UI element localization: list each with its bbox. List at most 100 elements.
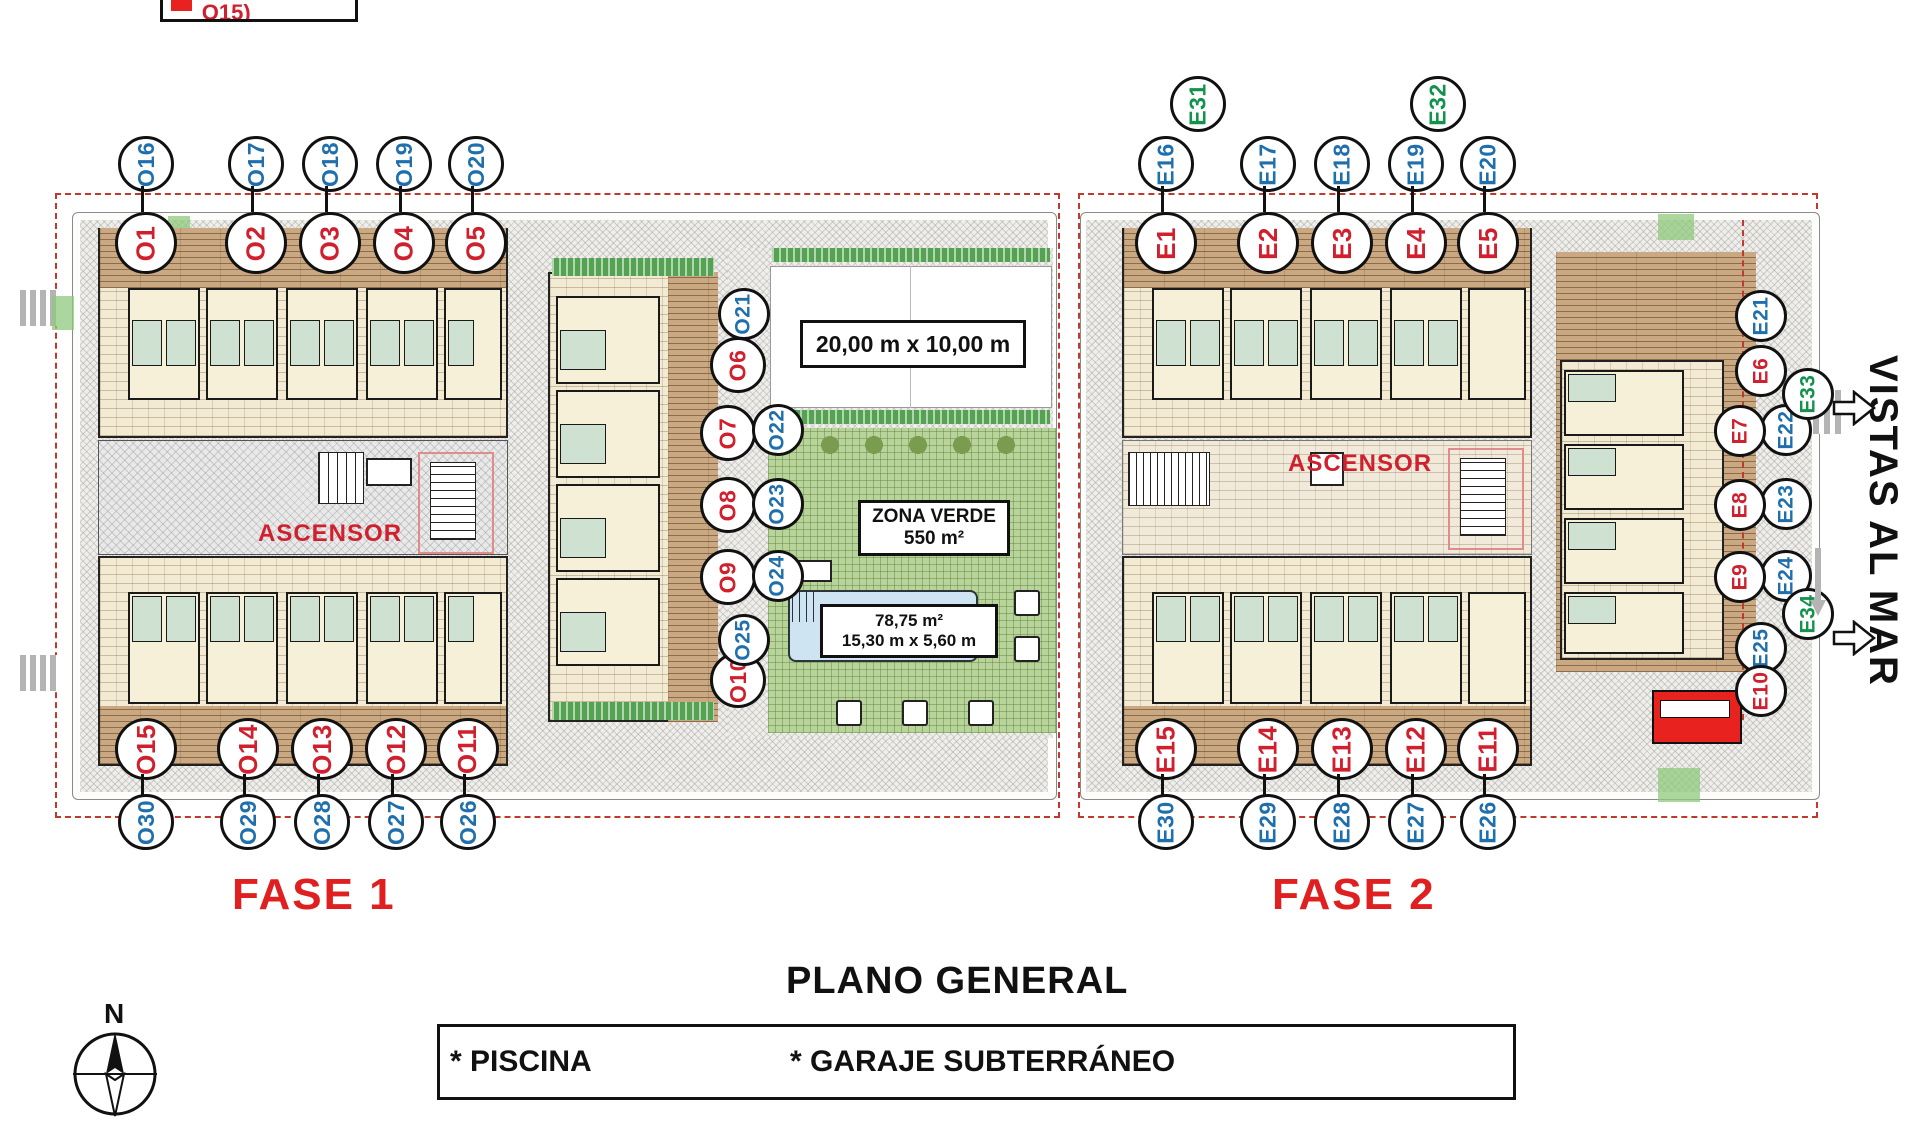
bedroom-area [210, 596, 240, 642]
pool-area-text: 78,75 m² [874, 611, 944, 631]
callout-E10[interactable]: E10 [1735, 665, 1787, 717]
callout-O16[interactable]: O16 [118, 136, 174, 192]
callout-E3[interactable]: E3 [1311, 212, 1373, 274]
callout-O7[interactable]: O7 [700, 405, 756, 461]
callout-E4[interactable]: E4 [1385, 212, 1447, 274]
callout-label: O21 [731, 293, 755, 335]
callout-O6[interactable]: O6 [710, 337, 766, 393]
callout-O13[interactable]: O13 [291, 718, 353, 780]
bedroom-area [1268, 320, 1298, 366]
callout-E21[interactable]: E21 [1735, 290, 1787, 342]
callout-stem [141, 774, 144, 796]
callout-E29[interactable]: E29 [1240, 794, 1296, 850]
callout-O24[interactable]: O24 [752, 550, 804, 602]
callout-O28[interactable]: O28 [294, 794, 350, 850]
callout-E26[interactable]: E26 [1460, 794, 1516, 850]
bedroom-area [560, 518, 606, 558]
callout-E23[interactable]: E23 [1760, 478, 1812, 530]
callout-O3[interactable]: O3 [299, 212, 361, 274]
callout-O26[interactable]: O26 [440, 794, 496, 850]
callout-stem [251, 186, 254, 212]
callout-E5[interactable]: E5 [1457, 212, 1519, 274]
callout-O23[interactable]: O23 [752, 478, 804, 530]
callout-E30[interactable]: E30 [1138, 794, 1194, 850]
callout-E15[interactable]: E15 [1135, 718, 1197, 780]
callout-O12[interactable]: O12 [365, 718, 427, 780]
callout-label: E25 [1749, 628, 1772, 668]
legend-item-garaje: * GARAJE SUBTERRÁNEO [790, 1045, 1176, 1078]
bedroom-area [1568, 448, 1616, 476]
callout-E34[interactable]: E34 [1782, 588, 1834, 640]
callout-E8[interactable]: E8 [1714, 479, 1766, 531]
bedroom-area [370, 596, 400, 642]
legend-bajas-label: BAJAS (O1 -O15) [201, 0, 251, 22]
bedroom-area [1234, 596, 1264, 642]
callout-O21[interactable]: O21 [718, 288, 770, 340]
callout-O15[interactable]: O15 [115, 718, 177, 780]
callout-E9[interactable]: E9 [1714, 551, 1766, 603]
callout-O18[interactable]: O18 [302, 136, 358, 192]
bedroom-area [166, 596, 196, 642]
hedge-court-bottom [772, 410, 1050, 424]
callout-E20[interactable]: E20 [1460, 136, 1516, 192]
callout-O22[interactable]: O22 [752, 404, 804, 456]
callout-O19[interactable]: O19 [376, 136, 432, 192]
phase2-service-box-inner [1660, 700, 1730, 718]
callout-O25[interactable]: O25 [718, 614, 770, 666]
green-zone-area: 550 m² [903, 528, 965, 549]
green-zone-name: ZONA VERDE [872, 506, 996, 528]
callout-label: E15 [1150, 725, 1181, 773]
callout-label: E31 [1184, 82, 1211, 126]
phase1-ascensor-label: ASCENSOR [258, 520, 403, 547]
callout-O11[interactable]: O11 [437, 718, 499, 780]
callout-O20[interactable]: O20 [448, 136, 504, 192]
callout-E13[interactable]: E13 [1311, 718, 1373, 780]
bedroom-area [1190, 596, 1220, 642]
callout-E19[interactable]: E19 [1388, 136, 1444, 192]
callout-E11[interactable]: E11 [1457, 718, 1519, 780]
bedroom-area [290, 320, 320, 366]
bedroom-area [448, 596, 474, 642]
bedroom-area [448, 320, 474, 366]
callout-label: O4 [388, 225, 419, 261]
phase2-inner-dash [1742, 220, 1744, 720]
callout-O9[interactable]: O9 [700, 549, 756, 605]
legend-red-swatch [171, 0, 192, 11]
bedroom-area [166, 320, 196, 366]
callout-label: O30 [132, 799, 159, 845]
callout-O17[interactable]: O17 [228, 136, 284, 192]
callout-O30[interactable]: O30 [118, 794, 174, 850]
parasol [902, 700, 928, 726]
callout-O1[interactable]: O1 [115, 212, 177, 274]
phase2-ascensor-label: ASCENSOR [1288, 450, 1433, 477]
callout-E6[interactable]: E6 [1735, 345, 1787, 397]
callout-E16[interactable]: E16 [1138, 136, 1194, 192]
callout-label: E2 [1252, 226, 1283, 260]
callout-O5[interactable]: O5 [445, 212, 507, 274]
callout-E31[interactable]: E31 [1170, 76, 1226, 132]
green-patch-ne [1658, 214, 1694, 240]
callout-E14[interactable]: E14 [1237, 718, 1299, 780]
callout-O27[interactable]: O27 [368, 794, 424, 850]
bedroom-area [1394, 320, 1424, 366]
sea-view-arrow-top [1832, 390, 1876, 426]
callout-E2[interactable]: E2 [1237, 212, 1299, 274]
callout-E12[interactable]: E12 [1385, 718, 1447, 780]
callout-O2[interactable]: O2 [225, 212, 287, 274]
callout-E32[interactable]: E32 [1410, 76, 1466, 132]
callout-O14[interactable]: O14 [217, 718, 279, 780]
callout-E33[interactable]: E33 [1782, 368, 1834, 420]
callout-O29[interactable]: O29 [220, 794, 276, 850]
callout-E7[interactable]: E7 [1714, 405, 1766, 457]
callout-label: O3 [314, 225, 345, 261]
callout-label: O20 [462, 141, 489, 187]
callout-E27[interactable]: E27 [1388, 794, 1444, 850]
callout-E1[interactable]: E1 [1135, 212, 1197, 274]
callout-E28[interactable]: E28 [1314, 794, 1370, 850]
callout-O4[interactable]: O4 [373, 212, 435, 274]
callout-stem [243, 774, 246, 796]
callout-E18[interactable]: E18 [1314, 136, 1370, 192]
callout-label: E20 [1474, 142, 1501, 186]
callout-E17[interactable]: E17 [1240, 136, 1296, 192]
callout-O8[interactable]: O8 [700, 477, 756, 533]
